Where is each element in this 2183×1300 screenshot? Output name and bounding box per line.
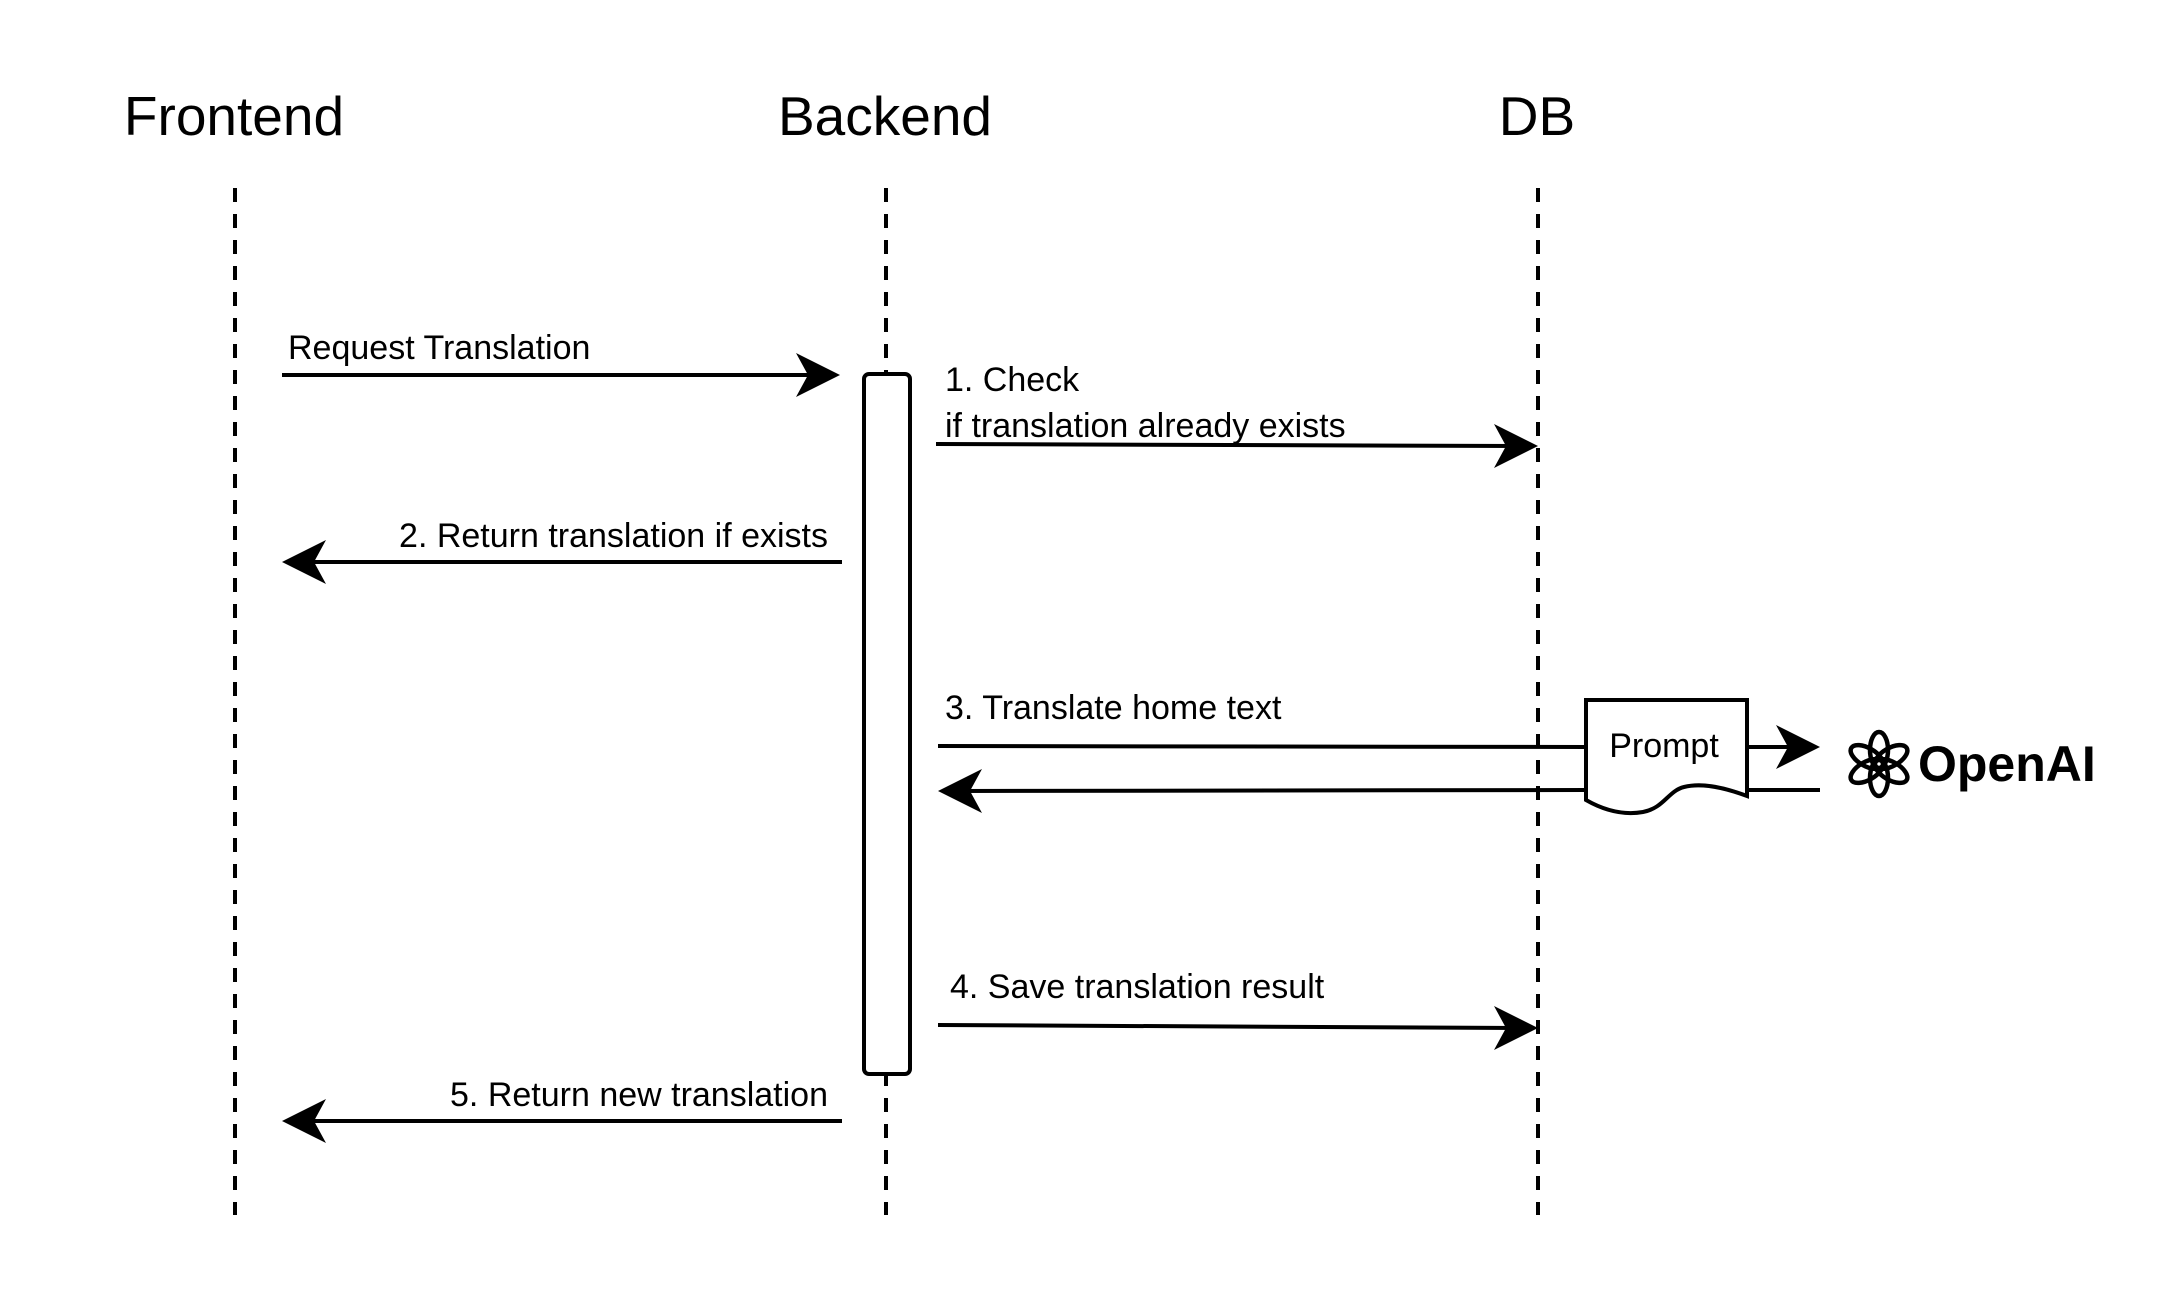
lane-title-backend: Backend (778, 85, 992, 147)
message-request-label: Request Translation (288, 329, 590, 367)
backend-activation-bar (862, 372, 912, 1076)
prompt-label: Prompt (1609, 727, 1719, 765)
arrow-return-existing (282, 540, 842, 584)
arrow-translate-back (938, 769, 1820, 813)
arrow-translate-out (937, 725, 1820, 769)
openai-name: OpenAI (1918, 736, 2096, 792)
openai-logo-icon (1848, 729, 1910, 799)
message-translate-label: 3. Translate home text (945, 689, 1282, 727)
lane-title-db: DB (1499, 85, 1575, 147)
arrow-return-new (282, 1099, 842, 1143)
message-return-new-label: 5. Return new translation (450, 1076, 828, 1114)
message-return-existing-label: 2. Return translation if exists (399, 517, 828, 555)
lane-title-frontend: Frontend (124, 85, 344, 147)
message-check-label-line1: 1. Check (945, 361, 1080, 399)
arrow-save (937, 1006, 1538, 1050)
message-check-label-line2: if translation already exists (945, 407, 1346, 445)
arrow-request (282, 353, 840, 397)
prompt-document: Prompt (1584, 698, 1749, 815)
message-save-label: 4. Save translation result (950, 968, 1325, 1006)
arrow-check (935, 424, 1538, 468)
